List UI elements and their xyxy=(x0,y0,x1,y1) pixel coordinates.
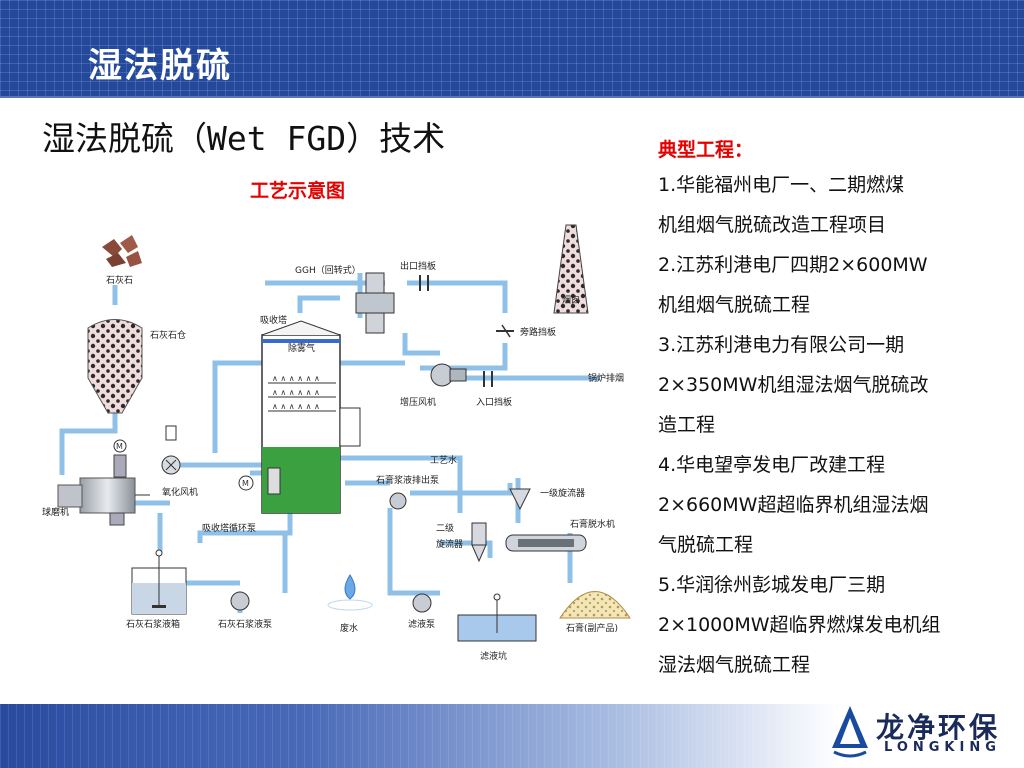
label-gypsum-discharge-pump: 石膏浆液排出泵 xyxy=(376,474,439,486)
project-line: 2×660MW超超临界机组湿法烟 xyxy=(658,494,929,516)
svg-text:∧ ∧ ∧ ∧ ∧ ∧: ∧ ∧ ∧ ∧ ∧ ∧ xyxy=(272,388,320,397)
diagram-caption: 工艺示意图 xyxy=(250,180,346,202)
absorber-tower: ∧ ∧ ∧ ∧ ∧ ∧ ∧ ∧ ∧ ∧ ∧ ∧ ∧ ∧ ∧ ∧ ∧ ∧ xyxy=(261,320,361,514)
waste-water-drop xyxy=(327,574,373,611)
svg-text:M: M xyxy=(242,479,249,488)
project-line: 机组烟气脱硫改造工程项目 xyxy=(658,214,887,236)
project-line: 2×350MW机组湿法烟气脱硫改 xyxy=(658,374,929,396)
label-demister: 除雾气 xyxy=(288,342,315,354)
filtrate-tank xyxy=(457,593,537,642)
ggh-heater xyxy=(355,272,395,334)
label-bypass-damper: 旁路挡板 xyxy=(520,326,556,338)
booster-fan xyxy=(430,363,467,387)
limestone-slurry-pump xyxy=(230,591,250,611)
label-ggh: GGH（回转式） xyxy=(295,264,361,276)
header-title: 湿法脱硫 xyxy=(88,46,232,86)
longking-logo-icon xyxy=(832,706,868,758)
label-inlet-damper: 入口挡板 xyxy=(476,396,512,408)
gypsum-discharge-pump xyxy=(389,492,407,510)
header-divider xyxy=(0,96,1024,98)
oxidation-fan xyxy=(161,425,181,475)
label-absorber: 吸收塔 xyxy=(260,314,287,326)
process-diagram: 石灰石 石灰石仓 M 球磨机 氧化风机 M 吸收 xyxy=(40,213,640,668)
typical-projects-panel: 典型工程： 1.华能福州电厂一、二期燃煤 机组烟气脱硫改造工程项目 2.江苏利港… xyxy=(658,135,1003,685)
chimney xyxy=(553,224,589,314)
project-line: 气脱硫工程 xyxy=(658,534,754,556)
label-chimney: 烟囱 xyxy=(562,294,580,306)
typical-projects-title: 典型工程： xyxy=(658,139,754,161)
project-line: 4.华电望亭发电厂改建工程 xyxy=(658,454,886,476)
label-limestone: 石灰石 xyxy=(106,274,133,286)
process-diagram-svg: 石灰石 石灰石仓 M 球磨机 氧化风机 M 吸收 xyxy=(42,224,631,662)
label-booster-fan: 增压风机 xyxy=(400,396,436,408)
label-slurry-tank: 石灰石浆液箱 xyxy=(126,618,180,630)
label-process-water: 工艺水 xyxy=(430,454,457,466)
label-boiler-flue-gas: 锅炉排烟 xyxy=(588,372,624,384)
label-filtrate-pump: 滤液泵 xyxy=(408,618,435,630)
project-line: 3.江苏利港电力有限公司一期 xyxy=(658,334,905,356)
label-slurry-pump: 石灰石浆液泵 xyxy=(218,618,272,630)
absorber-motor: M xyxy=(238,475,254,491)
project-line: 5.华润徐州彭城发电厂三期 xyxy=(658,574,886,596)
inlet-damper xyxy=(483,371,493,387)
label-waste-water: 废水 xyxy=(340,622,358,634)
label-cyclone-1: 一级旋流器 xyxy=(540,487,585,499)
filtrate-pump xyxy=(412,593,432,613)
limestone-silo xyxy=(87,319,143,414)
secondary-cyclone xyxy=(471,522,487,563)
svg-text:M: M xyxy=(116,442,123,451)
label-absorber-circ-pump: 吸收塔循环泵 xyxy=(202,522,256,534)
outlet-damper xyxy=(419,275,429,291)
pipe-network xyxy=(59,273,600,613)
label-cyclone-2a: 二级 xyxy=(436,522,454,534)
svg-text:∧ ∧ ∧ ∧ ∧ ∧: ∧ ∧ ∧ ∧ ∧ ∧ xyxy=(272,402,320,411)
limestone-slurry-tank xyxy=(131,549,187,615)
ball-mill: M xyxy=(57,439,150,526)
project-line: 造工程 xyxy=(658,414,716,436)
project-line: 机组烟气脱硫工程 xyxy=(658,294,811,316)
header-bar xyxy=(0,0,1024,96)
project-line: 2×1000MW超临界燃煤发电机组 xyxy=(658,614,941,636)
bypass-damper xyxy=(496,324,514,338)
label-limestone-silo: 石灰石仓 xyxy=(150,329,186,341)
label-outlet-damper: 出口挡板 xyxy=(400,260,436,272)
project-line: 1.华能福州电厂一、二期燃煤 xyxy=(658,174,905,196)
label-gypsum-dewater: 石膏脱水机 xyxy=(570,518,615,530)
project-line: 2.江苏利港电厂四期2×600MW xyxy=(658,254,928,276)
logo-chinese-text: 龙净环保 xyxy=(876,711,1001,744)
limestone-rocks xyxy=(102,235,142,267)
label-ball-mill: 球磨机 xyxy=(42,506,69,518)
primary-cyclone xyxy=(509,488,531,511)
page-title: 湿法脱硫（Wet FGD）技术 xyxy=(42,119,446,158)
label-filtrate-tank: 滤液坑 xyxy=(480,650,507,662)
label-gypsum: 石膏(副产品) xyxy=(566,622,618,634)
label-oxidation-fan: 氧化风机 xyxy=(162,486,198,498)
gypsum-dewatering-machine xyxy=(505,534,587,552)
gypsum-pile xyxy=(559,591,631,619)
svg-text:∧ ∧ ∧ ∧ ∧ ∧: ∧ ∧ ∧ ∧ ∧ ∧ xyxy=(272,374,320,383)
project-line: 湿法烟气脱硫工程 xyxy=(658,654,811,676)
longking-logo: 龙净环保 LONGKING xyxy=(826,700,1016,764)
logo-english-text: LONGKING xyxy=(884,740,1001,755)
label-cyclone-2b: 旋流器 xyxy=(436,538,463,550)
